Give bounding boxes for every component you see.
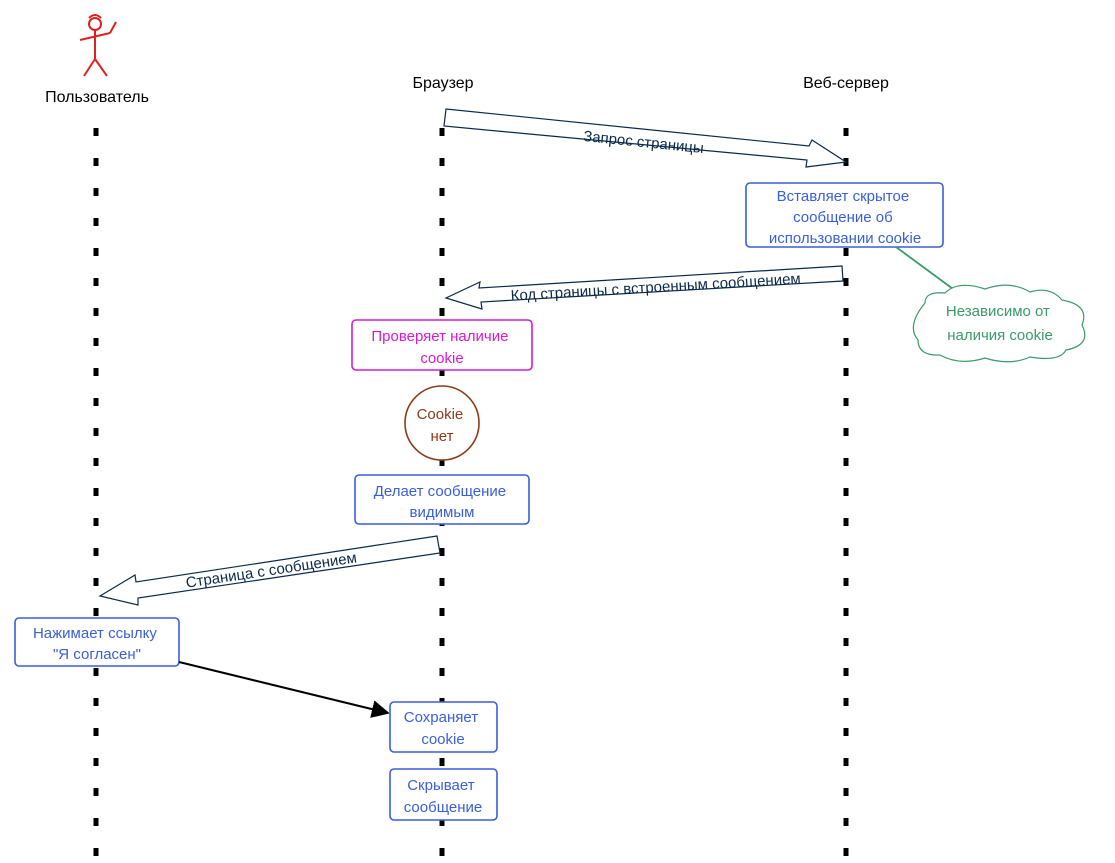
lane-label-server: Веб-сервер [803,75,889,92]
check-cookie-line-1: Проверяет наличие [371,328,508,345]
make-visible-box [354,474,530,525]
page-with-message-label: Страница с сообщением [185,549,358,591]
actor-figure [79,14,117,77]
click-agree-line-2: "Я согласен" [53,646,141,663]
server-insert-text: Вставляет скрытое сообщение об использов… [769,188,921,247]
check-cookie-text: Проверяет наличие cookie [371,328,512,367]
save-cookie-text: Сохраняет cookie [404,709,482,748]
make-visible-text: Делает сообщение видимым [374,483,511,521]
agree-to-save-arrow [178,661,390,718]
server-insert-box [745,182,944,248]
hide-message-line-2: сообщение [404,799,482,816]
no-cookie-text: Cookie нет [417,406,468,445]
save-cookie-box [389,701,498,753]
check-cookie-line-2: cookie [420,350,463,367]
cloud-note [912,284,1086,363]
save-cookie-line-2: cookie [421,731,464,748]
page-code-arrow [444,265,844,310]
page-code-label: Код страницы с встроенным сообщением [510,270,801,304]
hide-message-line-1: Скрывает [407,777,475,794]
no-cookie-circle [404,385,480,461]
click-agree-text: Нажимает ссылку "Я согласен" [33,625,161,663]
make-visible-line-1: Делает сообщение [374,483,506,500]
no-cookie-line-1: Cookie [417,406,464,423]
click-agree-line-1: Нажимает ссылку [33,625,157,642]
lane-label-browser: Браузер [412,75,473,92]
cloud-note-line-2: наличия cookie [947,327,1053,344]
page-with-message-arrow [98,535,441,606]
page-request-arrow [443,108,848,168]
cloud-note-text: Независимо от наличия cookie [946,303,1054,344]
click-agree-box [14,617,180,667]
server-insert-line-2: сообщение об [793,209,893,226]
save-cookie-line-1: Сохраняет [404,709,478,726]
hide-message-box [389,768,498,821]
hide-message-text: Скрывает сообщение [404,777,482,816]
cloud-note-line-1: Независимо от [946,303,1050,320]
no-cookie-line-2: нет [431,428,454,445]
server-insert-line-1: Вставляет скрытое [777,188,910,205]
check-cookie-box [351,319,533,371]
lane-label-user: Пользователь [45,89,149,106]
make-visible-line-2: видимым [410,504,475,521]
server-insert-line-3: использовании cookie [769,230,921,247]
